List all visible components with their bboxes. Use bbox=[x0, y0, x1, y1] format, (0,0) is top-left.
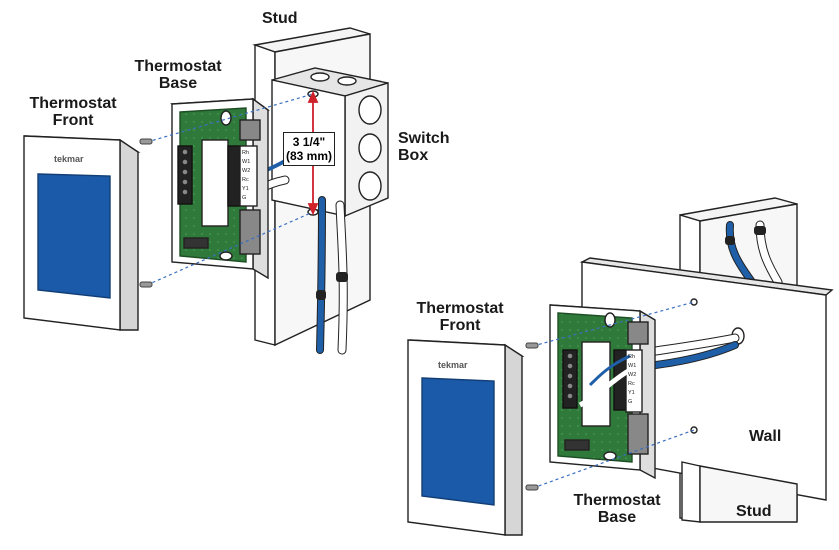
terminal-label: Y1 bbox=[628, 390, 635, 396]
dimension-label: 3 1/4" (83 mm) bbox=[283, 132, 335, 166]
right-front-label-line2: Front bbox=[439, 317, 481, 334]
right-terminal-labels: Rh W1 W2 Rc Y1 G bbox=[628, 354, 636, 405]
switch-box-label-line1: Switch bbox=[398, 130, 450, 147]
left-screw-lines bbox=[146, 93, 314, 286]
terminal-label: Rh bbox=[242, 150, 249, 156]
terminal-label: Y1 bbox=[242, 186, 249, 192]
right-thermostat-front bbox=[407, 339, 525, 536]
right-front-label-line1: Thermostat bbox=[416, 300, 504, 317]
left-front-label-line2: Front bbox=[52, 112, 94, 129]
switch-box-label-line2: Box bbox=[398, 147, 429, 164]
right-stud-label: Stud bbox=[736, 503, 772, 520]
right-stud-lower bbox=[681, 461, 798, 523]
left-base-label-line1: Thermostat bbox=[134, 58, 222, 75]
right-base-label: Thermostat Base bbox=[570, 492, 664, 526]
terminal-label: W2 bbox=[242, 168, 250, 174]
terminal-label: Rh bbox=[628, 354, 635, 360]
terminal-label: W1 bbox=[628, 363, 636, 369]
dimension-line2: (83 mm) bbox=[285, 149, 332, 163]
left-brand-logo: tekmar bbox=[54, 154, 84, 164]
left-stud-label: Stud bbox=[262, 10, 298, 27]
right-thermostat-base bbox=[549, 304, 656, 480]
left-thermostat-front bbox=[23, 135, 141, 331]
right-base-label-line1: Thermostat bbox=[573, 492, 661, 509]
right-stud-wires bbox=[725, 220, 783, 287]
wall-label: Wall bbox=[749, 428, 782, 445]
terminal-label: W1 bbox=[242, 159, 250, 165]
left-front-label-line1: Thermostat bbox=[29, 95, 117, 112]
left-screws bbox=[139, 138, 153, 288]
right-screw-lines bbox=[532, 301, 695, 489]
left-base-label: Thermostat Base bbox=[133, 58, 223, 92]
left-front-label: Thermostat Front bbox=[28, 95, 118, 129]
switch-box-label: Switch Box bbox=[398, 130, 450, 164]
right-base-label-line2: Base bbox=[597, 509, 637, 526]
right-front-label: Thermostat Front bbox=[414, 300, 506, 334]
left-base-label-line2: Base bbox=[158, 75, 198, 92]
terminal-label: G bbox=[628, 399, 632, 405]
dimension-line1: 3 1/4" bbox=[292, 135, 326, 149]
terminal-label: Rc bbox=[242, 177, 249, 183]
left-terminal-labels: Rh W1 W2 Rc Y1 G bbox=[242, 150, 250, 201]
terminal-label: W2 bbox=[628, 372, 636, 378]
terminal-label: Rc bbox=[628, 381, 635, 387]
right-brand-logo: tekmar bbox=[438, 360, 468, 370]
left-thermostat-base bbox=[170, 97, 270, 280]
terminal-label: G bbox=[242, 195, 246, 201]
right-screws bbox=[525, 342, 539, 491]
